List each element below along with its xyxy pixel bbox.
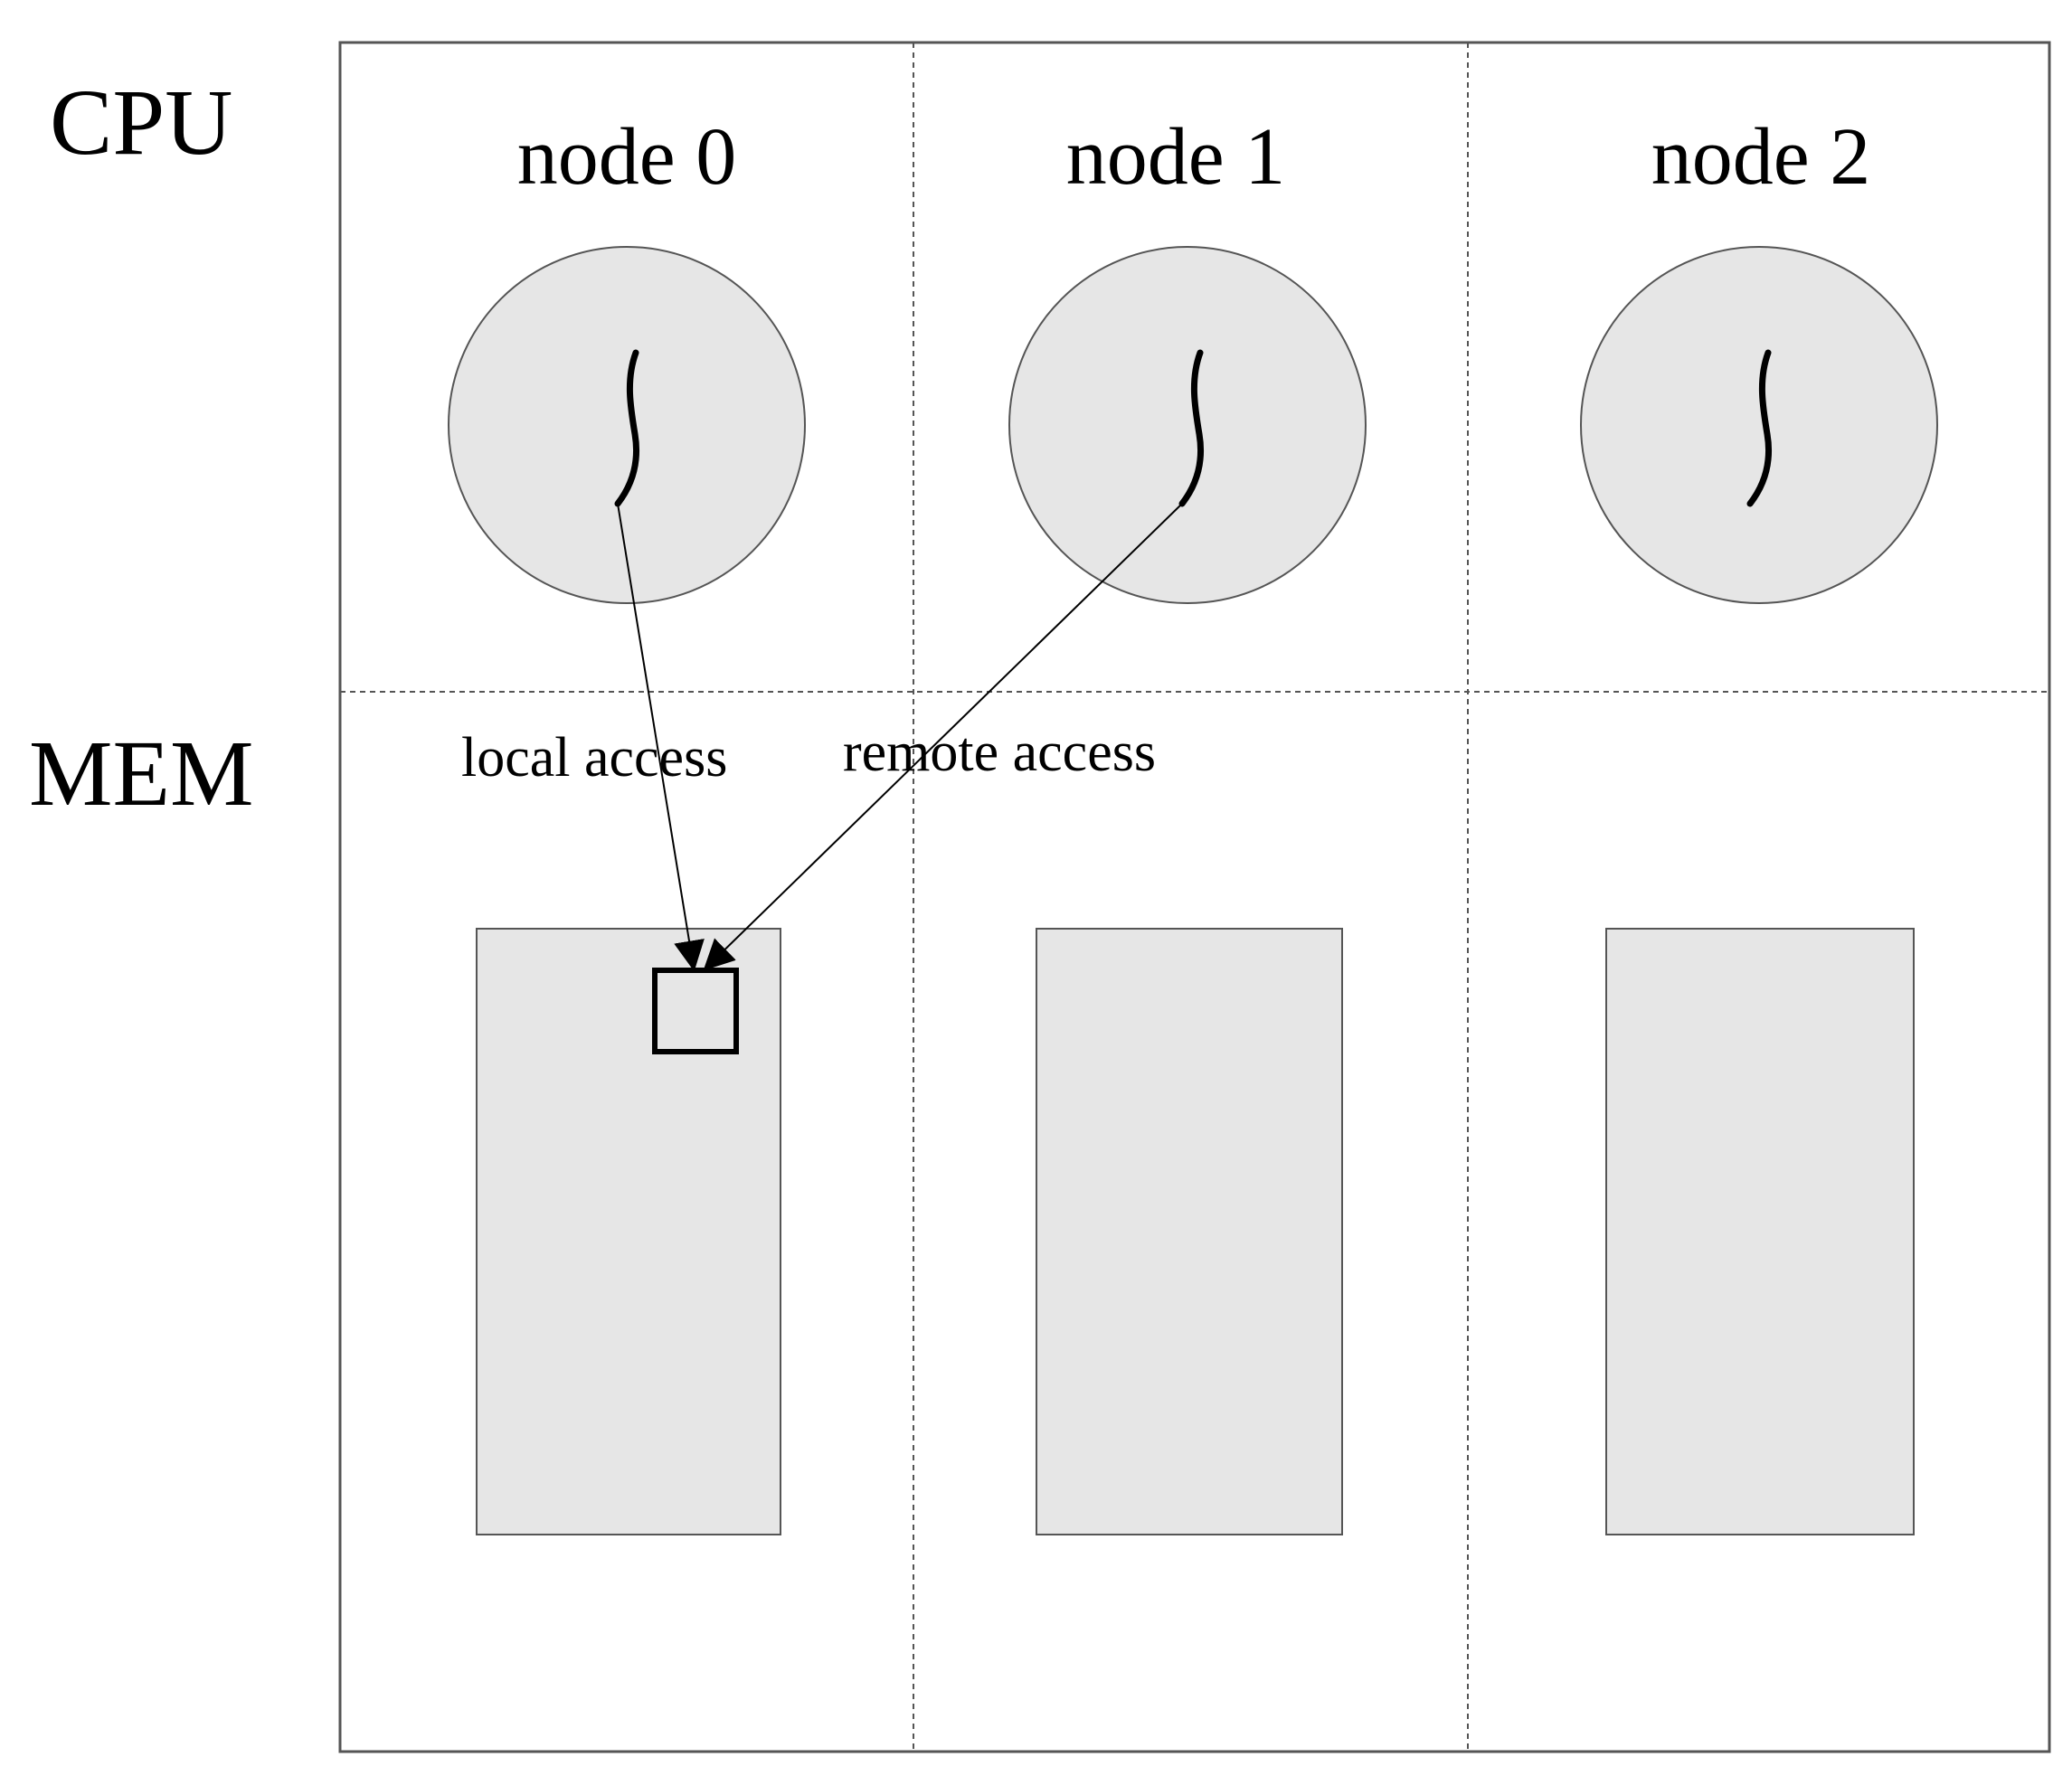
node-1-label: node 1 [1066, 112, 1285, 202]
cpu-node-2 [1580, 246, 1938, 604]
memory-bank-node-2 [1605, 928, 1915, 1535]
memory-bank-node-1 [1036, 928, 1343, 1535]
cpu-node-0 [448, 246, 806, 604]
thread-icon-node-0 [614, 349, 640, 507]
memory-bank-node-0 [476, 928, 781, 1535]
remote-access-label: remote access [843, 722, 1156, 783]
outer-frame [338, 41, 2051, 1753]
remote-access-arrow [703, 503, 1183, 971]
local-access-label: local access [461, 727, 727, 789]
node-2-label: node 2 [1651, 112, 1870, 202]
thread-icon-node-2 [1746, 349, 1773, 507]
thread-icon-node-1 [1178, 349, 1205, 507]
cpu-node-1 [1008, 246, 1367, 604]
node-0-label: node 0 [517, 112, 736, 202]
local-access-arrow [617, 503, 705, 972]
mem-row-label: MEM [29, 722, 253, 826]
cpu-row-label: CPU [50, 71, 232, 175]
